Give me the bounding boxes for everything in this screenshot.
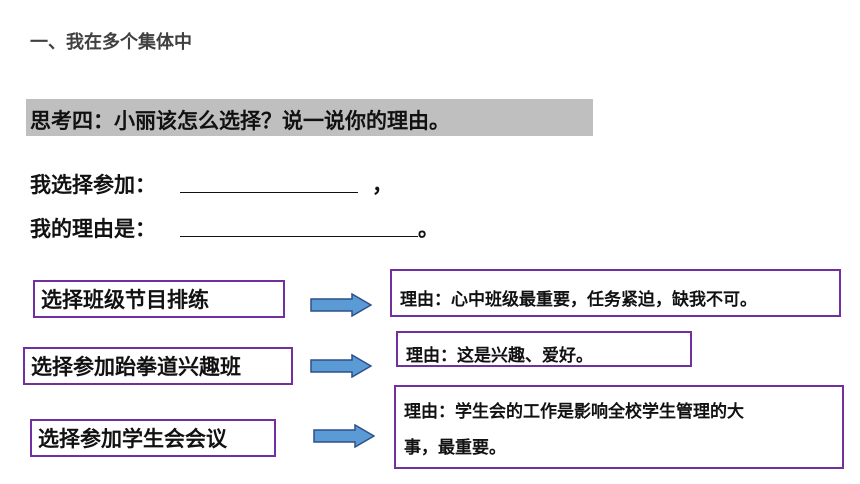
- right-arrow-icon: [313, 424, 375, 448]
- choice-label: 选择班级节目排练: [41, 288, 209, 312]
- choice-box-taekwondo[interactable]: 选择参加跆拳道兴趣班: [23, 347, 293, 385]
- right-arrow-icon: [310, 293, 372, 317]
- reason-text: 理由：心中班级最重要，任务紧迫，缺我不可。: [400, 290, 757, 310]
- reason-box-student-union: 理由：学生会的工作是影响全校学生管理的大 事，最重要。: [394, 385, 844, 469]
- choose-label: 我选择参加：: [30, 173, 156, 197]
- right-arrow-icon: [310, 354, 372, 378]
- reason-blank[interactable]: [180, 236, 418, 237]
- choose-suffix: ，: [372, 173, 393, 197]
- reason-label: 我的理由是：: [30, 217, 156, 241]
- choice-label: 选择参加学生会会议: [38, 427, 227, 451]
- reason-box-taekwondo: 理由：这是兴趣、爱好。: [396, 331, 692, 367]
- question-bar: 思考四：小丽该怎么选择？说一说你的理由。: [26, 99, 593, 136]
- reason-suffix: 。: [418, 217, 439, 241]
- reason-text: 理由：这是兴趣、爱好。: [406, 346, 593, 366]
- choice-box-student-union[interactable]: 选择参加学生会会议: [30, 419, 276, 457]
- choice-label: 选择参加跆拳道兴趣班: [31, 355, 241, 379]
- section-title: 一、我在多个集体中: [30, 32, 192, 53]
- choice-box-class-rehearsal[interactable]: 选择班级节目排练: [33, 280, 285, 318]
- reason-text-line-1: 理由：学生会的工作是影响全校学生管理的大: [404, 402, 744, 422]
- reason-text-line-2: 事，最重要。: [404, 438, 506, 458]
- choose-blank[interactable]: [180, 192, 358, 193]
- reason-box-class-rehearsal: 理由：心中班级最重要，任务紧迫，缺我不可。: [390, 269, 841, 317]
- question-text: 思考四：小丽该怎么选择？说一说你的理由。: [30, 109, 450, 133]
